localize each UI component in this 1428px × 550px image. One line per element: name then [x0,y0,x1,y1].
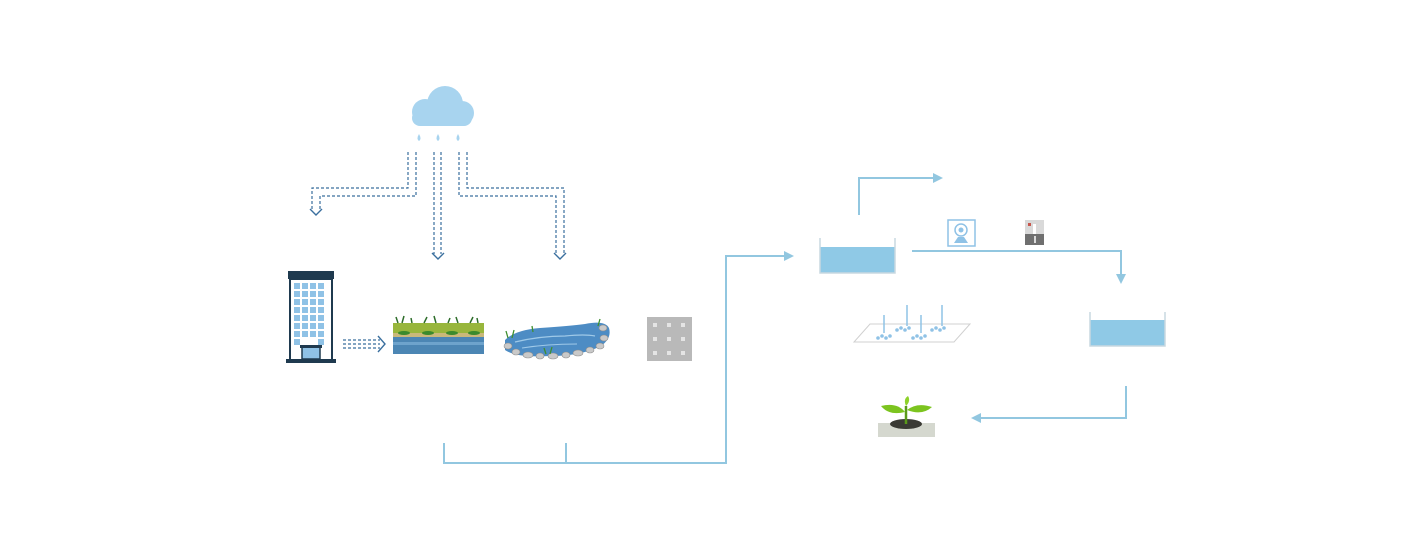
pond-icon [503,318,610,360]
overflow-arrow [858,173,943,215]
permeable-paving-icon [647,317,692,361]
infiltration-bed-icon [852,305,972,343]
collection-pipeline [443,251,794,464]
clean-water-tank-icon [1089,312,1166,347]
green-roof-icon [393,315,484,354]
seedling-icon [878,396,935,437]
runoff-dashed-arrow [343,335,386,353]
rain-cloud-icon [412,86,474,141]
monitoring-camera-icon [947,219,976,247]
rain-flow-arrowheads [309,208,567,260]
building-icon [286,271,336,363]
rain-flow-dashed-lines [311,152,565,254]
storage-tank-icon [819,238,896,274]
reuse-flow-arrow [971,386,1127,423]
control-panel-icon [1025,220,1044,245]
treatment-flow-arrow [912,250,1126,284]
